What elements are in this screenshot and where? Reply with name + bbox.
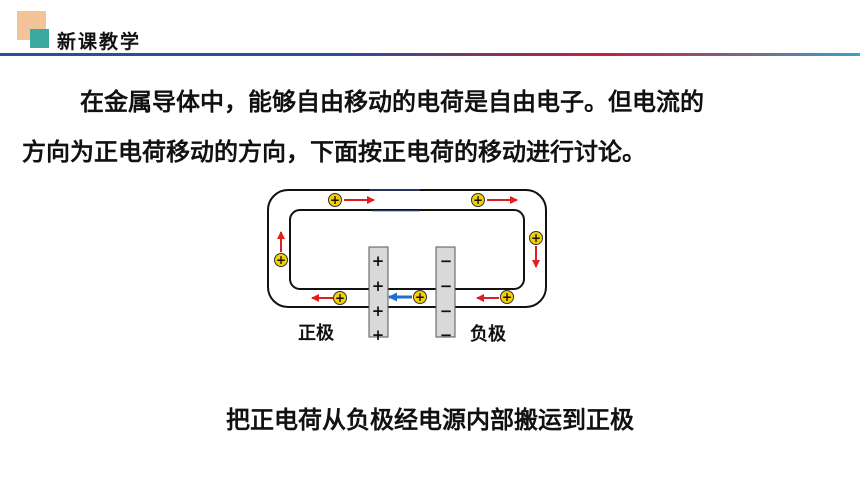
section-title: 新课教学 (57, 31, 142, 53)
negative-sign: − (440, 252, 453, 270)
positive-plate (368, 246, 389, 338)
header-divider (0, 53, 860, 56)
charge-symbol: + (335, 291, 345, 305)
charge-symbol: + (531, 231, 541, 245)
positive-sign: + (372, 302, 385, 320)
diagram-caption: 把正电荷从负极经电源内部搬运到正极 (226, 406, 634, 434)
positive-terminal-label: 正极 (298, 323, 335, 344)
header-decoration-teal (30, 29, 49, 48)
paragraph-line-1: 在金属导体中，能够自由移动的电荷是自由电子。但电流的 (80, 88, 704, 116)
positive-sign: + (372, 326, 385, 344)
charge-symbol: + (473, 193, 483, 207)
negative-sign: − (440, 326, 453, 344)
charge-symbol: + (276, 253, 286, 267)
paragraph-line-2: 方向为正电荷移动的方向，下面按正电荷的移动进行讨论。 (22, 138, 646, 166)
charge-symbol: + (330, 193, 340, 207)
positive-charge (274, 253, 288, 267)
charge-symbol: + (502, 290, 512, 304)
positive-charge (471, 193, 485, 207)
negative-plate (435, 246, 456, 338)
positive-sign: + (372, 277, 385, 295)
positive-charge (529, 231, 543, 245)
positive-charge (413, 290, 427, 304)
charge-symbol: + (415, 290, 425, 304)
negative-sign: − (440, 302, 453, 320)
negative-sign: − (440, 277, 453, 295)
positive-charge (328, 193, 342, 207)
negative-terminal-label: 负极 (470, 323, 507, 345)
positive-sign: + (372, 252, 385, 270)
positive-charge (333, 291, 347, 305)
wire-inner (289, 209, 525, 290)
positive-charge (500, 290, 514, 304)
